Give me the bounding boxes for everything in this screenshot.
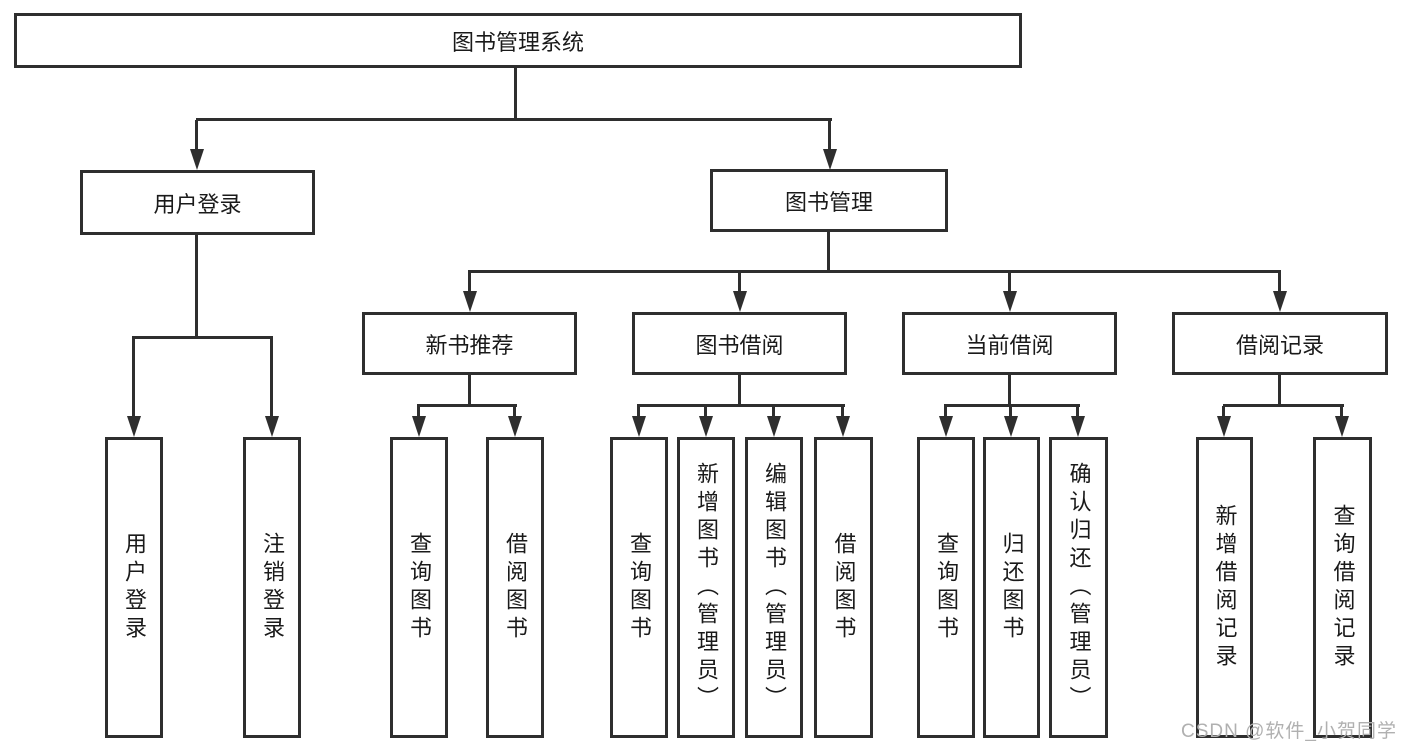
- connector-line: [468, 375, 471, 406]
- leaf-nbr-borrow-books-label: 借阅图书: [503, 531, 528, 644]
- arrowhead-down-icon: [1071, 416, 1085, 437]
- connector-line: [270, 339, 273, 417]
- node-borrow-records: 借阅记录: [1172, 312, 1388, 375]
- connector-line: [738, 272, 741, 292]
- connector-line: [196, 118, 832, 121]
- leaf-cb-confirm-return: 确认归还（管理员）: [1049, 437, 1108, 738]
- connector-line: [468, 270, 1281, 273]
- leaf-br-query-record-label: 查询借阅记录: [1330, 503, 1356, 672]
- leaf-cb-confirm-return-label: 确认归还（管理员）: [1066, 461, 1092, 714]
- arrowhead-down-icon: [508, 416, 522, 437]
- node-current-borrow: 当前借阅: [902, 312, 1117, 375]
- connector-line: [1008, 272, 1011, 292]
- arrowhead-down-icon: [823, 149, 837, 170]
- connector-line: [828, 120, 831, 150]
- node-book-borrow-label: 图书借阅: [695, 332, 784, 358]
- connector-line: [704, 406, 707, 417]
- leaf-logout: 注销登录: [243, 437, 301, 738]
- arrowhead-down-icon: [836, 416, 850, 437]
- connector-line: [514, 68, 517, 120]
- watermark-text: CSDN @软件_小贺同学: [1181, 721, 1397, 742]
- connector-line: [1076, 406, 1079, 417]
- node-book-borrow: 图书借阅: [632, 312, 847, 375]
- leaf-bb-borrow-books-label: 借阅图书: [831, 531, 857, 644]
- connector-line: [1222, 406, 1225, 417]
- connector-line: [132, 339, 135, 417]
- node-root: 图书管理系统: [14, 13, 1022, 68]
- connector-line: [637, 404, 845, 407]
- connector-line: [417, 404, 517, 407]
- connector-line: [513, 406, 516, 417]
- node-book-mgmt-branch-label: 图书管理: [784, 189, 873, 215]
- leaf-br-add-record-label: 新增借阅记录: [1212, 503, 1238, 672]
- node-new-book-rec: 新书推荐: [362, 312, 577, 375]
- leaf-bb-add-books-label: 新增图书（管理员）: [694, 461, 719, 714]
- arrowhead-down-icon: [699, 416, 713, 437]
- leaf-cb-query-books: 查询图书: [917, 437, 975, 738]
- leaf-nbr-query-books-label: 查询图书: [407, 531, 432, 644]
- connector-line: [841, 406, 844, 417]
- connector-line: [132, 336, 273, 339]
- connector-line: [944, 406, 947, 417]
- connector-line: [637, 406, 640, 417]
- leaf-cb-return-books: 归还图书: [983, 437, 1040, 738]
- leaf-br-add-record: 新增借阅记录: [1196, 437, 1253, 738]
- node-user-login-branch: 用户登录: [80, 170, 315, 235]
- leaf-br-query-record: 查询借阅记录: [1313, 437, 1372, 738]
- leaf-user-login-label: 用户登录: [122, 531, 147, 644]
- connector-line: [1278, 272, 1281, 292]
- connector-line: [1278, 375, 1281, 406]
- arrowhead-down-icon: [127, 416, 141, 437]
- leaf-cb-return-books-label: 归还图书: [999, 531, 1025, 644]
- connector-line: [944, 404, 1080, 407]
- leaf-bb-query-books-label: 查询图书: [627, 531, 652, 644]
- connector-line: [772, 406, 775, 417]
- leaf-nbr-borrow-books: 借阅图书: [486, 437, 544, 738]
- node-current-borrow-label: 当前借阅: [965, 332, 1054, 358]
- arrowhead-down-icon: [265, 416, 279, 437]
- leaf-bb-edit-books: 编辑图书（管理员）: [745, 437, 803, 738]
- arrowhead-down-icon: [1004, 416, 1018, 437]
- connector-line: [195, 120, 198, 150]
- leaf-bb-query-books: 查询图书: [610, 437, 668, 738]
- connector-line: [468, 272, 471, 292]
- arrowhead-down-icon: [412, 416, 426, 437]
- arrowhead-down-icon: [1273, 291, 1287, 312]
- arrowhead-down-icon: [463, 291, 477, 312]
- connector-line: [1009, 406, 1012, 417]
- connector-line: [417, 406, 420, 417]
- arrowhead-down-icon: [767, 416, 781, 437]
- node-user-login-branch-label: 用户登录: [153, 191, 242, 217]
- connector-line: [827, 232, 830, 273]
- arrowhead-down-icon: [733, 291, 747, 312]
- arrowhead-down-icon: [632, 416, 646, 437]
- arrowhead-down-icon: [1003, 291, 1017, 312]
- leaf-logout-label: 注销登录: [260, 531, 285, 644]
- arrowhead-down-icon: [1217, 416, 1231, 437]
- arrowhead-down-icon: [1335, 416, 1349, 437]
- node-root-label: 图书管理系统: [451, 29, 584, 55]
- node-new-book-rec-label: 新书推荐: [425, 332, 514, 358]
- connector-line: [195, 235, 198, 339]
- node-borrow-records-label: 借阅记录: [1235, 332, 1324, 358]
- connector-line: [1223, 404, 1344, 407]
- leaf-nbr-query-books: 查询图书: [390, 437, 448, 738]
- connector-line: [1340, 406, 1343, 417]
- leaf-bb-add-books: 新增图书（管理员）: [677, 437, 735, 738]
- arrowhead-down-icon: [939, 416, 953, 437]
- leaf-user-login: 用户登录: [105, 437, 163, 738]
- leaf-bb-borrow-books: 借阅图书: [814, 437, 873, 738]
- connector-line: [738, 375, 741, 406]
- node-book-mgmt-branch: 图书管理: [710, 169, 948, 232]
- leaf-bb-edit-books-label: 编辑图书（管理员）: [762, 461, 787, 714]
- connector-line: [1008, 375, 1011, 406]
- leaf-cb-query-books-label: 查询图书: [934, 531, 959, 644]
- arrowhead-down-icon: [190, 149, 204, 170]
